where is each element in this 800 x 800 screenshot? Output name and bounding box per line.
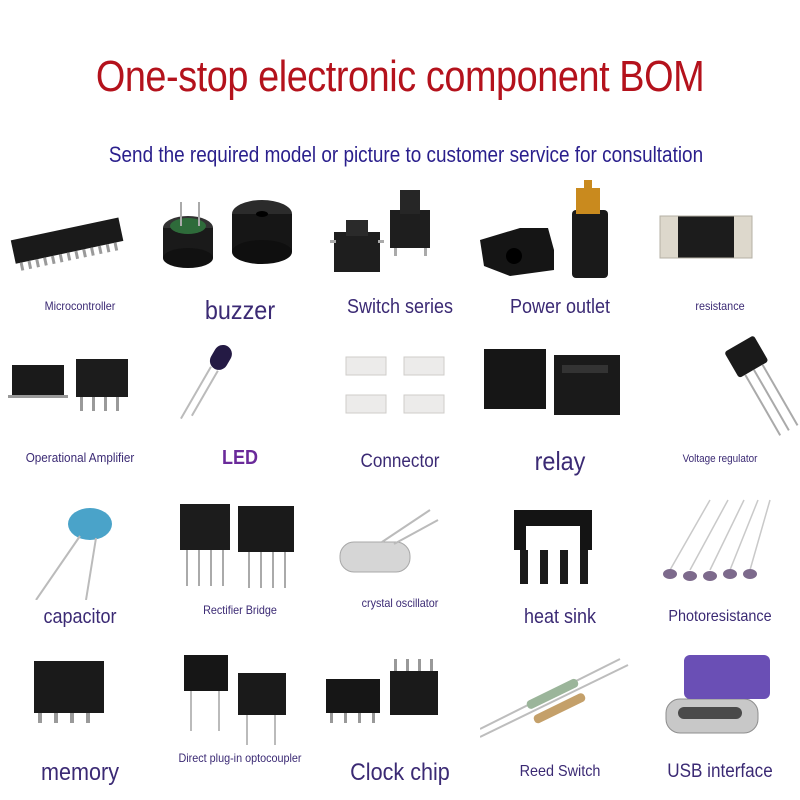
heat-sink-icon: [514, 510, 592, 584]
item-connector: Connector: [320, 335, 480, 490]
page-subtitle: Send the required model or picture to cu…: [108, 142, 704, 167]
component-grid: Microcontroller buzzer Switch series: [0, 180, 800, 800]
item-label: LED: [222, 447, 258, 469]
item-label: Voltage regulator: [682, 453, 758, 465]
item-power-outlet: Power outlet: [480, 180, 640, 335]
connector-icon: [345, 356, 445, 414]
voltage-regulator-icon: [725, 336, 799, 436]
relay-icon: [484, 349, 620, 415]
item-crystal-oscillator: crystal oscillator: [320, 490, 480, 645]
usb-interface-icon: [665, 655, 770, 734]
item-resistance: resistance: [640, 180, 800, 335]
item-label: Direct plug-in optocoupler: [178, 751, 302, 765]
item-optocoupler: Direct plug-in optocoupler: [160, 645, 320, 800]
item-label: Operational Amplifier: [25, 450, 135, 465]
item-rectifier-bridge: Rectifier Bridge: [160, 490, 320, 645]
photoresistor-icon: [663, 499, 771, 581]
op-amp-icon: [8, 359, 128, 411]
item-label: Connector: [360, 451, 440, 472]
clock-chip-icon: [326, 659, 438, 723]
power-outlet-icon: [480, 180, 608, 278]
item-photoresistance: Photoresistance: [640, 490, 800, 645]
item-usb-interface: USB interface: [640, 645, 800, 800]
switch-icon: [330, 190, 430, 272]
reed-switch-icon: [480, 658, 629, 738]
led-icon: [180, 344, 232, 420]
item-label: capacitor: [43, 606, 117, 628]
item-label: memory: [40, 759, 119, 786]
item-label: Microcontroller: [44, 299, 116, 313]
item-heat-sink: heat sink: [480, 490, 640, 645]
memory-chip-icon: [34, 661, 104, 723]
item-label: relay: [534, 446, 586, 476]
microcontroller-icon: [10, 217, 124, 271]
item-reed-switch: Reed Switch: [480, 645, 640, 800]
page-title: One-stop electronic component BOM: [95, 52, 705, 101]
crystal-oscillator-icon: [339, 509, 439, 573]
item-buzzer: buzzer: [160, 180, 320, 335]
resistor-icon: [659, 215, 753, 259]
item-led: LED: [160, 335, 320, 490]
item-label: Clock chip: [350, 759, 450, 786]
capacitor-icon: [35, 508, 112, 600]
item-voltage-regulator: Voltage regulator: [640, 335, 800, 490]
item-microcontroller: Microcontroller: [0, 180, 160, 335]
item-capacitor: capacitor: [0, 490, 160, 645]
item-label: resistance: [695, 299, 745, 313]
item-label: heat sink: [523, 606, 597, 628]
item-label: Switch series: [346, 296, 454, 318]
item-clock-chip: Clock chip: [320, 645, 480, 800]
buzzer-icon: [163, 200, 292, 268]
item-memory: memory: [0, 645, 160, 800]
item-switch: Switch series: [320, 180, 480, 335]
item-op-amp: Operational Amplifier: [0, 335, 160, 490]
item-label: crystal oscillator: [361, 596, 439, 610]
item-label: Rectifier Bridge: [203, 603, 277, 617]
item-label: Reed Switch: [519, 763, 601, 780]
item-label: USB interface: [667, 761, 773, 782]
rectifier-bridge-icon: [180, 504, 294, 588]
item-label: Photoresistance: [668, 608, 772, 625]
item-relay: relay: [480, 335, 640, 490]
item-label: buzzer: [204, 295, 276, 325]
item-label: Power outlet: [509, 296, 611, 318]
optocoupler-icon: [184, 655, 286, 745]
